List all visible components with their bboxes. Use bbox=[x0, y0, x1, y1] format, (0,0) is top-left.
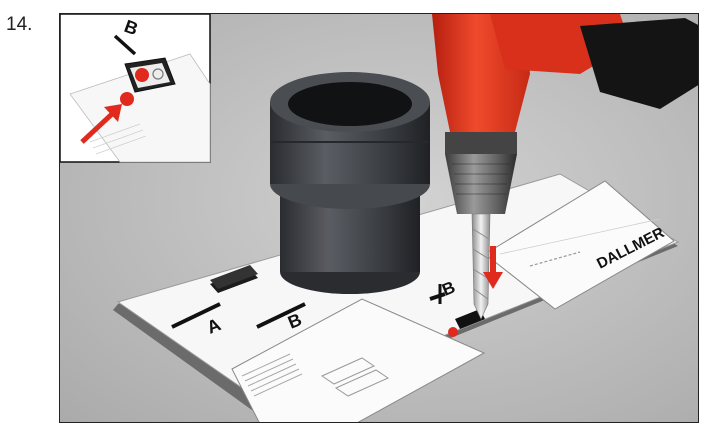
step-number: 14. bbox=[6, 14, 32, 36]
inset-red-dot bbox=[135, 68, 149, 82]
drill-collar bbox=[445, 132, 517, 154]
illustration-frame: A B B DALLMER bbox=[59, 13, 699, 423]
assembly-drawing: A B B DALLMER bbox=[60, 14, 699, 423]
pipe-opening bbox=[288, 82, 412, 126]
detail-inset: B bbox=[60, 14, 210, 162]
red-dot-marker bbox=[448, 327, 458, 337]
inset-target-dot bbox=[120, 92, 134, 106]
